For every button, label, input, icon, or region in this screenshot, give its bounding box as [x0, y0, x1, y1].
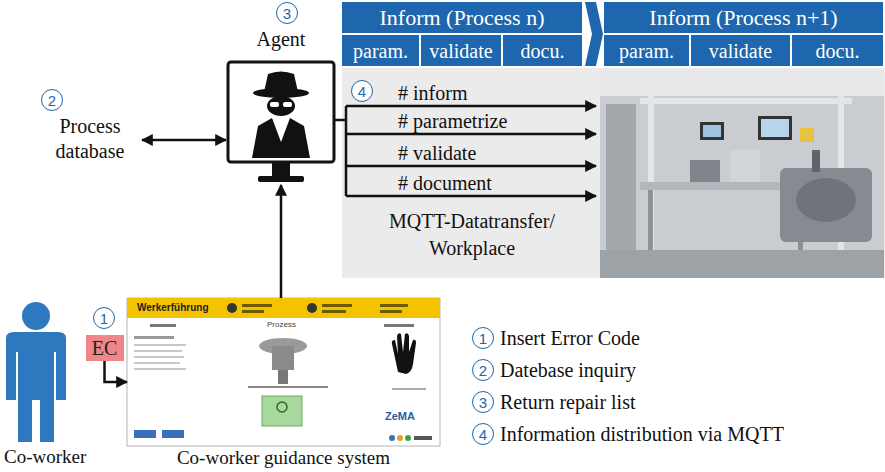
process-step-label: docu.: [816, 41, 860, 61]
callout-number-text: 1: [100, 311, 108, 326]
agent-monitor: Agent: [226, 60, 336, 185]
co-worker-figure: [6, 302, 66, 442]
mqtt-topic: # inform: [398, 82, 467, 104]
callout-number: 1: [93, 307, 115, 329]
callout-number-text: 2: [479, 363, 487, 378]
callout-number: 2: [41, 89, 63, 111]
guidance-screenshot: [127, 298, 440, 446]
step-description: Insert Error Code: [500, 326, 640, 350]
node-label: Process database: [42, 114, 138, 164]
guidance-screen: WerkerführungProzessZeMACo-worker guidan…: [127, 298, 440, 446]
callout-number-text: 3: [283, 6, 291, 21]
workplace-photo: [600, 70, 884, 278]
process-band: Inform (Process n+1) param. validate docu.: [604, 2, 883, 66]
screen-logo: ZeMA: [385, 410, 415, 423]
mqtt-topic: # validate: [398, 142, 476, 164]
process-band: Inform (Process n) param. validate docu.: [342, 2, 582, 66]
process-step-cell: param.: [342, 35, 419, 66]
process-step-cell: docu.: [503, 35, 582, 66]
mqtt-topic: # parametrize: [398, 110, 507, 132]
panel-ground: [342, 68, 885, 278]
callout-number-text: 4: [479, 427, 487, 442]
step-description: Datebase inquiry: [500, 358, 636, 382]
process-step-cell: param.: [604, 35, 689, 66]
connector-arrow: [142, 139, 226, 142]
step-description: Return repair list: [500, 390, 636, 414]
process-step-label: validate: [709, 41, 772, 61]
screen-caption: Co-worker guidance system: [115, 448, 452, 468]
callout-number-text: 1: [479, 331, 487, 346]
process-step-label: validate: [429, 41, 492, 61]
callout-number: 3: [472, 391, 494, 413]
process-step-cell: validate: [691, 35, 790, 66]
chevron: [585, 2, 603, 66]
process-step-cell: docu.: [792, 35, 883, 66]
error-code-label: EC: [92, 338, 118, 358]
callout-number-text: 4: [358, 84, 366, 99]
process-step-label: docu.: [521, 41, 565, 61]
mqtt-arrows: [334, 106, 596, 196]
step-description: Information distribution via MQTT: [500, 422, 784, 446]
band-heading: Inform (Process n): [342, 2, 582, 33]
workplace-caption: MQTT-Datatransfer/ Workplace: [367, 208, 577, 262]
process-step-label: param.: [353, 41, 408, 61]
process-step-label: param.: [619, 41, 674, 61]
mqtt-topic: # document: [398, 172, 492, 194]
callout-number: 3: [276, 2, 298, 24]
band-heading: Inform (Process n+1): [604, 2, 883, 33]
callout-number-text: 3: [479, 395, 487, 410]
process-step-cell: validate: [421, 35, 501, 66]
workplace-panel: # inform # parametrize # validate # documen…: [342, 68, 885, 278]
callout-number: 1: [472, 327, 494, 349]
callout-number: 4: [351, 80, 373, 102]
connector-arrow: [105, 361, 128, 382]
connector-arrow: [280, 185, 283, 298]
callout-number-text: 2: [48, 93, 56, 108]
agent-label: Agent: [206, 26, 356, 52]
agent-monitor-icon: [228, 62, 334, 182]
process-database: Process database: [40, 112, 140, 166]
screen-column-head: Prozess: [267, 320, 296, 330]
callout-number: 2: [472, 359, 494, 381]
co-worker-label: Co-worker: [4, 445, 86, 469]
callout-number: 4: [472, 423, 494, 445]
error-code-box: EC: [86, 335, 124, 361]
screen-title: Werkerführung: [137, 301, 209, 314]
